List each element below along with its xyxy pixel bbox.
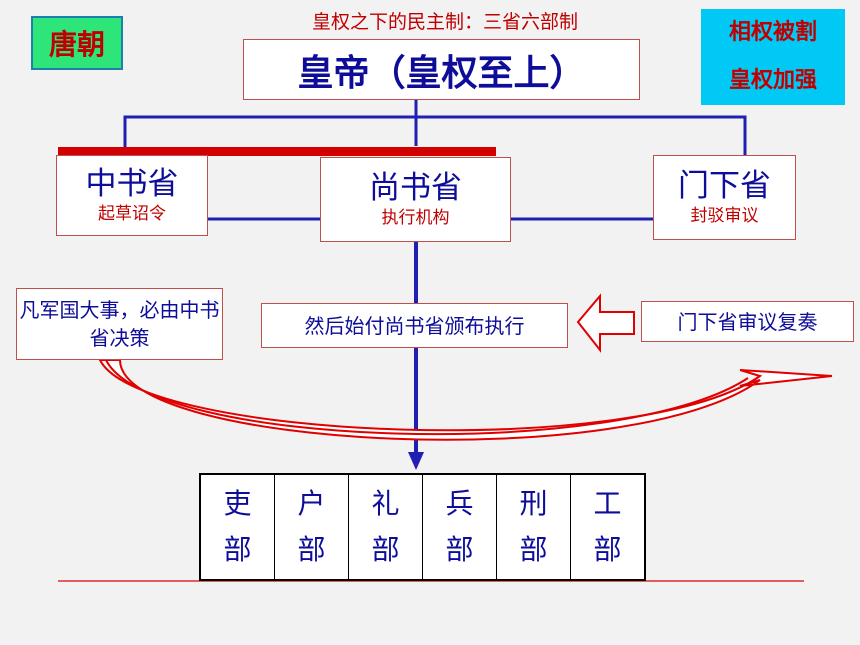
status-line-1: 相权被割 bbox=[728, 20, 817, 45]
ministry-cell: 户 部 bbox=[275, 475, 349, 579]
ministry-suffix: 部 bbox=[297, 533, 326, 566]
ministry-name: 礼 bbox=[371, 487, 400, 520]
left-hollow-arrow bbox=[576, 293, 635, 353]
subtitle: 皇权之下的民主制：三省六部制 bbox=[311, 10, 578, 33]
six-ministries-table: 吏 部 户 部 礼 部 兵 部 刑 部 工 部 bbox=[199, 473, 646, 581]
shangshu-box: 尚书省 执行机构 bbox=[320, 157, 511, 242]
emperor-box: 皇帝（皇权至上） bbox=[243, 39, 640, 100]
zhongshu-name: 中书省 bbox=[85, 165, 179, 202]
ministry-name: 刑 bbox=[519, 487, 548, 520]
down-arrow-head bbox=[408, 452, 424, 470]
shangshu-name: 尚书省 bbox=[369, 169, 462, 206]
zhongshu-role: 起草诏令 bbox=[98, 203, 166, 224]
ministry-name: 吏 bbox=[223, 487, 252, 520]
ministry-cell: 吏 部 bbox=[201, 475, 275, 579]
ministry-name: 兵 bbox=[445, 487, 474, 520]
note-execution: 然后始付尚书省颁布执行 bbox=[261, 303, 568, 348]
note-review: 门下省审议复奏 bbox=[641, 301, 854, 342]
menxia-role: 封驳审议 bbox=[690, 205, 759, 226]
shangshu-role: 执行机构 bbox=[381, 207, 450, 228]
status-box: 相权被割 皇权加强 bbox=[701, 9, 845, 105]
ministry-suffix: 部 bbox=[519, 533, 548, 566]
ministry-name: 户 bbox=[297, 487, 326, 520]
ministry-cell: 工 部 bbox=[571, 475, 644, 579]
ministry-cell: 刑 部 bbox=[497, 475, 571, 579]
ministry-cell: 兵 部 bbox=[423, 475, 497, 579]
ministry-suffix: 部 bbox=[445, 533, 474, 566]
red-bar bbox=[58, 147, 496, 156]
menxia-name: 门下省 bbox=[678, 167, 771, 204]
curved-arrow bbox=[98, 359, 833, 441]
status-line-2: 皇权加强 bbox=[728, 68, 817, 93]
menxia-box: 门下省 封驳审议 bbox=[653, 155, 796, 240]
ministry-cell: 礼 部 bbox=[349, 475, 423, 579]
dynasty-label: 唐朝 bbox=[31, 16, 123, 70]
ministry-suffix: 部 bbox=[371, 533, 400, 566]
ministry-suffix: 部 bbox=[593, 533, 622, 566]
zhongshu-box: 中书省 起草诏令 bbox=[56, 155, 208, 236]
ministry-name: 工 bbox=[593, 487, 622, 520]
ministry-suffix: 部 bbox=[223, 533, 252, 566]
note-decision: 凡军国大事，必由中书省决策 bbox=[16, 288, 223, 360]
